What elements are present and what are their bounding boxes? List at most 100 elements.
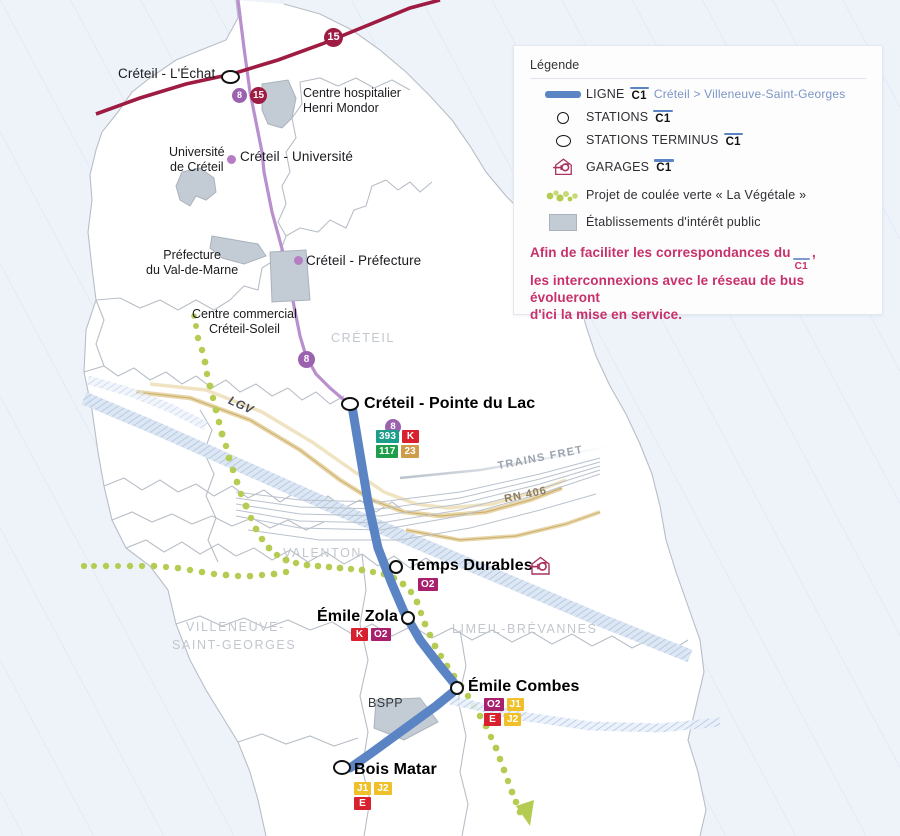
legend-note-line-2: les interconnexions avec le réseau de bu…	[530, 272, 805, 305]
poi-line: Créteil-Soleil	[209, 321, 280, 336]
poi-prefecture-val-de-marne: Préfecture du Val-de-Marne	[146, 248, 238, 278]
legend-note-line-1: Afin de faciliter les correspondances du…	[530, 244, 866, 272]
station-label-creteil-lechat: Créteil - L'Échat	[118, 66, 216, 81]
c1-badge-text: C1	[631, 89, 647, 102]
legend-ligne-desc: Créteil > Villeneuve-Saint-Georges	[653, 87, 846, 102]
bus-badge[interactable]: K	[351, 628, 368, 641]
roundel-label: 8	[303, 353, 310, 365]
poi-universite-creteil: Université de Créteil	[169, 145, 225, 175]
poi-line: Henri Mondor	[303, 100, 379, 115]
badge-row: 393 K	[376, 430, 419, 443]
bus-badge[interactable]: J2	[374, 782, 392, 795]
bus-badge[interactable]: E	[354, 797, 371, 810]
poi-line: Université	[169, 145, 225, 159]
legend-row-stations: STATIONS C1	[530, 106, 866, 129]
city-label-villeneuve: VILLENEUVE-	[186, 620, 285, 634]
legend-garages-text: GARAGES C1	[586, 159, 674, 174]
station-label-emile-combes: Émile Combes	[468, 678, 580, 695]
legend-row-vegetale: Projet de coulée verte « La Végétale »	[530, 182, 866, 208]
metro-roundel-15-north: 15	[324, 28, 343, 47]
legend-row-etablissements: Établissements d'intérêt public	[530, 208, 866, 236]
badge-row: J1 J2	[354, 782, 392, 795]
bus-badge[interactable]: O2	[371, 628, 391, 641]
line-c1-route	[345, 401, 463, 773]
c1-badge-icon: C1	[723, 132, 743, 148]
green-trail-icon	[540, 187, 586, 203]
bus-badges-temps-durables: O2	[418, 578, 438, 591]
bus-badge[interactable]: E	[484, 713, 501, 726]
freight-rails	[235, 457, 601, 541]
bus-badge[interactable]: 23	[401, 445, 419, 458]
station-circle-icon	[540, 111, 586, 124]
legend-etablissements-label: Établissements d'intérêt public	[586, 215, 761, 229]
station-label-bois-matar: Bois Matar	[354, 761, 437, 778]
legend-terminus-text: STATIONS TERMINUS C1	[586, 132, 743, 148]
badge-row: 117 23	[376, 445, 419, 458]
commune-landmass	[84, 0, 706, 836]
metro-line-8	[236, 0, 346, 402]
bus-badge[interactable]: J2	[504, 713, 522, 726]
station-marker-temps-durables[interactable]	[389, 560, 403, 574]
station-label-creteil-universite: Créteil - Université	[240, 149, 354, 164]
bus-badge[interactable]: O2	[418, 578, 438, 591]
legend-note: Afin de faciliter les correspondances du…	[530, 244, 866, 323]
legend-note-line-3: d'ici la mise en service.	[530, 307, 683, 323]
poi-line: du Val-de-Marne	[146, 262, 239, 277]
bus-badge[interactable]: J1	[506, 698, 524, 711]
station-label-emile-zola: Émile Zola	[317, 608, 399, 625]
poi-line: Préfecture	[163, 248, 221, 262]
c1-badge-text: C1	[725, 135, 741, 148]
station-marker-bois-matar[interactable]	[333, 760, 351, 775]
bus-badge[interactable]: O2	[484, 698, 504, 711]
c1-badge-text: C1	[655, 112, 671, 125]
city-label-valenton: VALENTON	[283, 546, 363, 560]
station-marker-creteil-prefecture[interactable]	[294, 256, 303, 265]
metro-roundel-8-mid: 8	[298, 351, 315, 368]
bus-badge[interactable]: 117	[376, 445, 399, 458]
city-label-limeil-brevannes: LIMEIL-BRÉVANNES	[452, 622, 598, 636]
roundel-label: 15	[252, 89, 265, 101]
legend-row-terminus: STATIONS TERMINUS C1	[530, 129, 866, 152]
badge-row: K O2	[351, 628, 391, 641]
city-label-creteil: CRÉTEIL	[331, 331, 395, 345]
station-marker-emile-combes[interactable]	[450, 681, 464, 695]
badge-row: E	[354, 797, 392, 810]
bus-badge[interactable]: K	[402, 430, 419, 443]
roundel-label: 8	[390, 421, 396, 433]
label-bspp: BSPP	[368, 696, 403, 710]
bus-badge[interactable]: 393	[376, 430, 399, 443]
public-buildings	[175, 79, 439, 741]
c1-badge-icon: C1	[654, 159, 674, 174]
legend-garages-label: GARAGES	[586, 159, 650, 174]
legend-row-ligne: LIGNE C1 Créteil > Villeneuve-Saint-Geor…	[530, 83, 866, 106]
legend-note-text-1: Afin de faciliter les correspondances du	[530, 245, 791, 260]
legend-title: Légende	[530, 58, 866, 79]
bus-badges-bois-matar: J1 J2 E	[354, 782, 392, 810]
legend-row-garages: GARAGES C1	[530, 152, 866, 182]
public-building-swatch-icon	[540, 213, 586, 231]
station-marker-creteil-lechat[interactable]	[221, 70, 240, 84]
commune-borders	[83, 0, 707, 836]
poi-centre-commercial-creteil-soleil: Centre commercial Créteil-Soleil	[192, 307, 297, 337]
metro-line-15	[95, 0, 441, 116]
bus-badges-emile-zola: K O2	[351, 628, 391, 641]
badge-row: O2	[418, 578, 438, 591]
station-label-creteil-pointe-du-lac: Créteil - Pointe du Lac	[364, 395, 536, 412]
station-marker-creteil-pointe-du-lac[interactable]	[341, 397, 359, 411]
station-label-temps-durables: Temps Durables	[408, 557, 533, 574]
roundel-label: 8	[236, 90, 242, 100]
legend-note-comma: ,	[811, 245, 816, 260]
roundel-label: 15	[327, 31, 340, 43]
poi-line: Centre commercial	[192, 307, 297, 321]
poi-line: Centre hospitalier	[303, 86, 401, 100]
legend-stations-text: STATIONS C1	[586, 109, 673, 125]
metro-roundel-15-lechat: 15	[250, 87, 267, 104]
metro-roundel-8-lechat: 8	[232, 88, 247, 103]
garage-icon	[527, 554, 553, 583]
station-marker-creteil-universite[interactable]	[227, 155, 236, 164]
station-marker-emile-zola[interactable]	[401, 611, 415, 625]
legend-ligne-text: LIGNE C1 Créteil > Villeneuve-Saint-Geor…	[586, 86, 846, 102]
bus-badge[interactable]: J1	[354, 782, 372, 795]
c1-badge-icon: C1	[653, 109, 673, 125]
